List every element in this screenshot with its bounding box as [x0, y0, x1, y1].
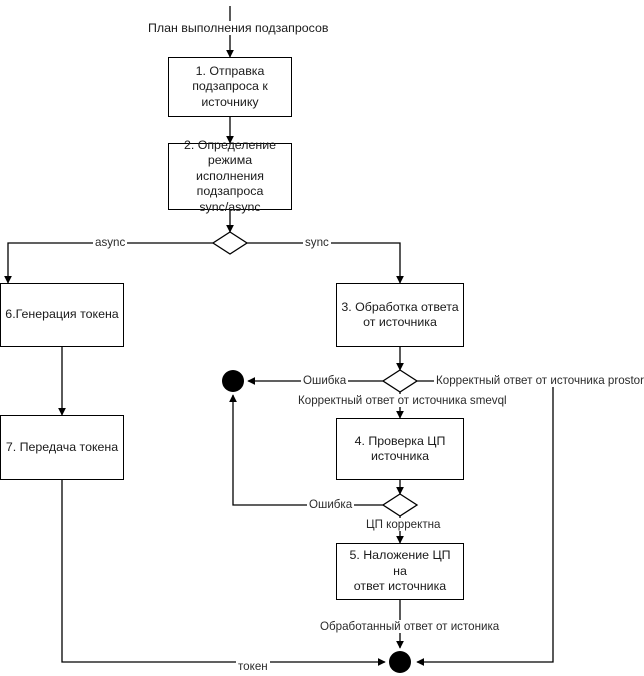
decision-diamond-response	[381, 369, 419, 393]
edge-label-correct-smevql: Корректный ответ от источника smevql	[296, 394, 509, 407]
process-node-6[interactable]: 6.Генерация токена	[0, 283, 124, 347]
connector-d1-async-to-n6	[4, 242, 213, 284]
process-node-2[interactable]: 2. Определение режима исполнения подзапр…	[168, 138, 292, 214]
edge-label-sync: sync	[303, 236, 331, 249]
process-node-3[interactable]: 3. Обработка ответа от источника	[336, 283, 464, 347]
edge-label-error-top: Ошибка	[301, 374, 349, 387]
decision-diamond-sync-async	[211, 231, 249, 255]
process-node-4[interactable]: 4. Проверка ЦП источника	[336, 418, 464, 480]
end-node-error	[222, 370, 244, 392]
edge-label-token: токен	[236, 660, 270, 673]
edge-label-error-bottom: Ошибка	[307, 498, 355, 511]
decision-diamond-cp	[381, 493, 419, 517]
process-node-5[interactable]: 5. Наложение ЦП на ответ источника	[336, 543, 464, 600]
process-node-1[interactable]: 1. Отправка подзапроса к источнику	[168, 57, 292, 117]
connector-n7-to-end	[61, 480, 386, 666]
edge-label-async: async	[93, 236, 128, 249]
end-node-final	[389, 651, 411, 673]
edge-label-cp-correct: ЦП корректна	[364, 518, 443, 531]
edge-label-correct-prostore: Корректный ответ от источника prostore	[434, 374, 644, 387]
connector-d1-sync-to-n3	[247, 242, 404, 284]
edge-label-processed-answer: Обработанный ответ от истоника	[318, 620, 502, 633]
process-node-7[interactable]: 7. Передача токена	[0, 415, 124, 480]
page-title: План выполнения подзапросов	[145, 21, 332, 35]
